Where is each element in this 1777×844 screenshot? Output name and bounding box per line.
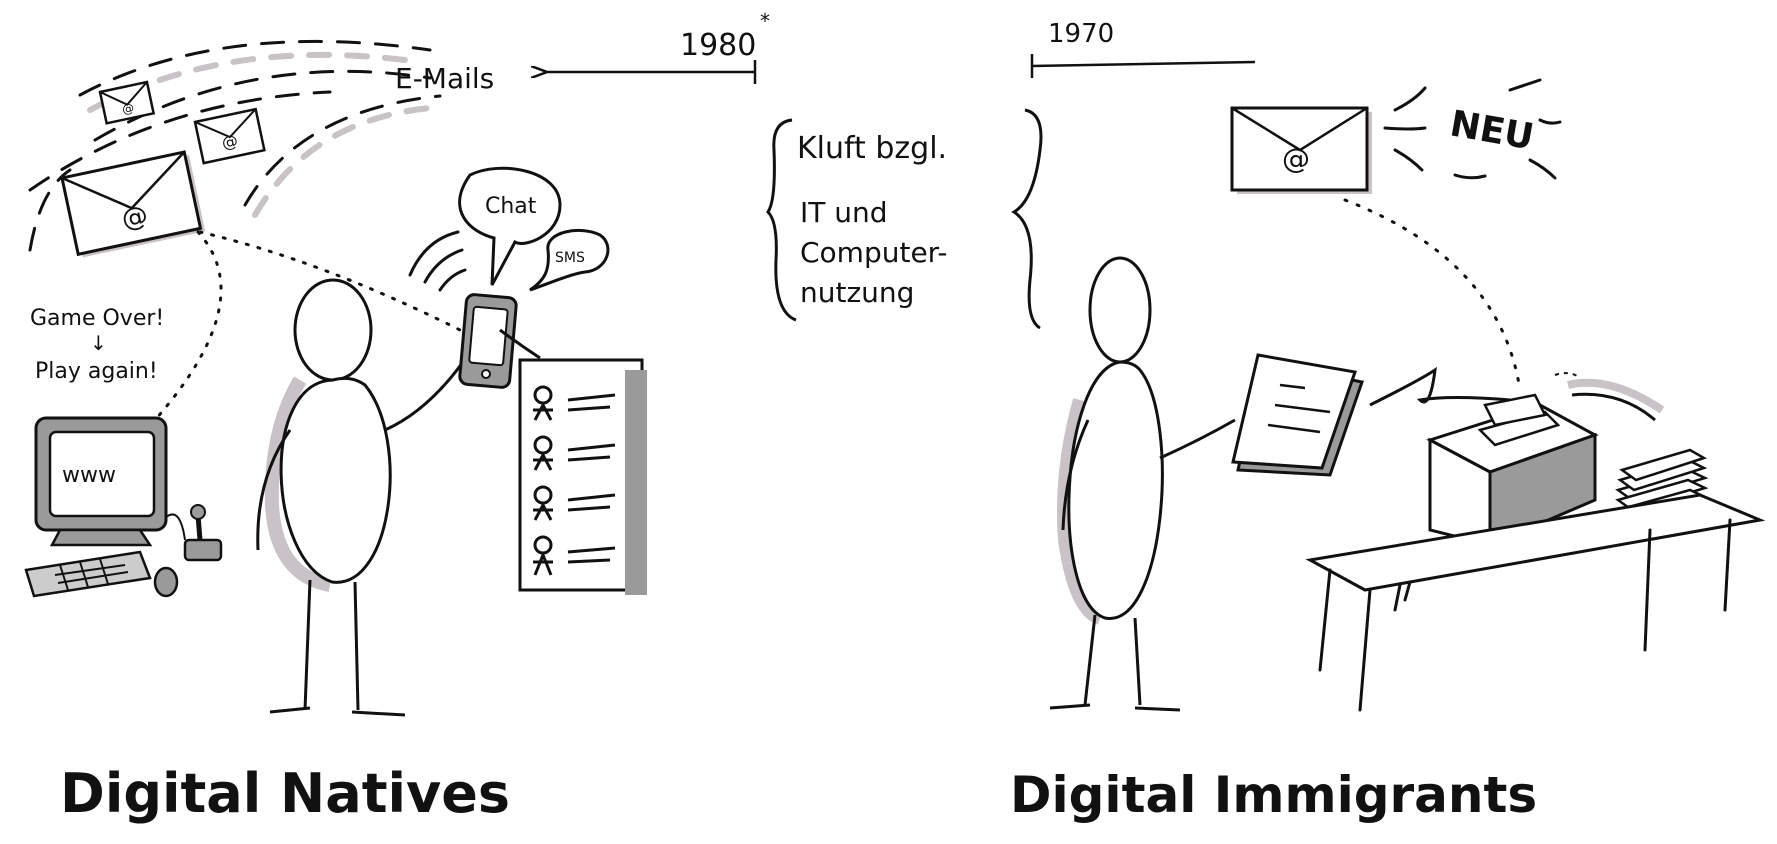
dotted-link-immigrants bbox=[1343, 198, 1522, 392]
email-icon-large: @ bbox=[60, 150, 206, 258]
year-1970-label: 1970 bbox=[1048, 19, 1114, 49]
dotted-links bbox=[153, 230, 462, 422]
contact-list-icon bbox=[499, 328, 647, 595]
gap-line-4: nutzung bbox=[800, 276, 914, 309]
table-icon bbox=[1305, 493, 1766, 712]
immigrants-scene: @ NEU bbox=[1010, 78, 1766, 824]
native-person-figure bbox=[256, 278, 470, 717]
svg-text:@: @ bbox=[220, 131, 240, 153]
email-icon-small-2: @ bbox=[193, 107, 266, 165]
screen-www-label: www bbox=[62, 463, 116, 488]
mouse-icon bbox=[153, 566, 179, 598]
joystick-icon bbox=[164, 504, 223, 562]
natives-scene: @ @ @ Game Over! ↓ Play again! www bbox=[24, 39, 647, 825]
left-brace-icon bbox=[766, 118, 797, 322]
emails-label: E-Mails bbox=[395, 62, 494, 95]
gap-line-2: IT und bbox=[800, 196, 888, 229]
smartphone-icon bbox=[458, 293, 518, 389]
chat-bubble: Chat bbox=[458, 166, 562, 286]
printed-paper-icon bbox=[1231, 353, 1511, 477]
right-brace-icon bbox=[1011, 108, 1043, 330]
game-over-label: Game Over! bbox=[30, 306, 164, 331]
new-badge: NEU bbox=[1383, 78, 1562, 180]
svg-text:@: @ bbox=[121, 100, 136, 116]
gap-line-3: Computer- bbox=[800, 236, 948, 269]
chat-label: Chat bbox=[485, 194, 537, 219]
keyboard-icon bbox=[24, 550, 152, 598]
timeline: 1980 * E-Mails 1970 bbox=[395, 9, 1256, 95]
svg-text:@: @ bbox=[119, 200, 151, 235]
gap-line-1: Kluft bzgl. bbox=[797, 131, 947, 166]
svg-text:@: @ bbox=[1282, 142, 1310, 175]
natives-title: Digital Natives bbox=[60, 762, 510, 825]
email-trail bbox=[28, 39, 442, 252]
year-1980-label: 1980 bbox=[680, 28, 756, 63]
sms-bubble: SMS bbox=[529, 228, 610, 292]
signal-waves-icon bbox=[408, 230, 467, 292]
down-arrow-icon: ↓ bbox=[90, 331, 107, 355]
printer-icon bbox=[1426, 372, 1665, 548]
year-1980-mark: * bbox=[760, 9, 770, 33]
gap-block: Kluft bzgl. IT und Computer- nutzung bbox=[766, 108, 1043, 330]
sms-label: SMS bbox=[555, 250, 585, 266]
play-again-label: Play again! bbox=[35, 359, 158, 384]
computer-icon: www bbox=[24, 416, 223, 598]
email-icon-small-1: @ bbox=[98, 80, 156, 125]
immigrants-title: Digital Immigrants bbox=[1010, 766, 1537, 824]
immigrant-person-figure bbox=[1049, 256, 1236, 712]
email-icon-immigrants: @ bbox=[1230, 106, 1372, 194]
new-label: NEU bbox=[1447, 103, 1537, 158]
immigrants-timeline-line bbox=[1031, 60, 1256, 68]
